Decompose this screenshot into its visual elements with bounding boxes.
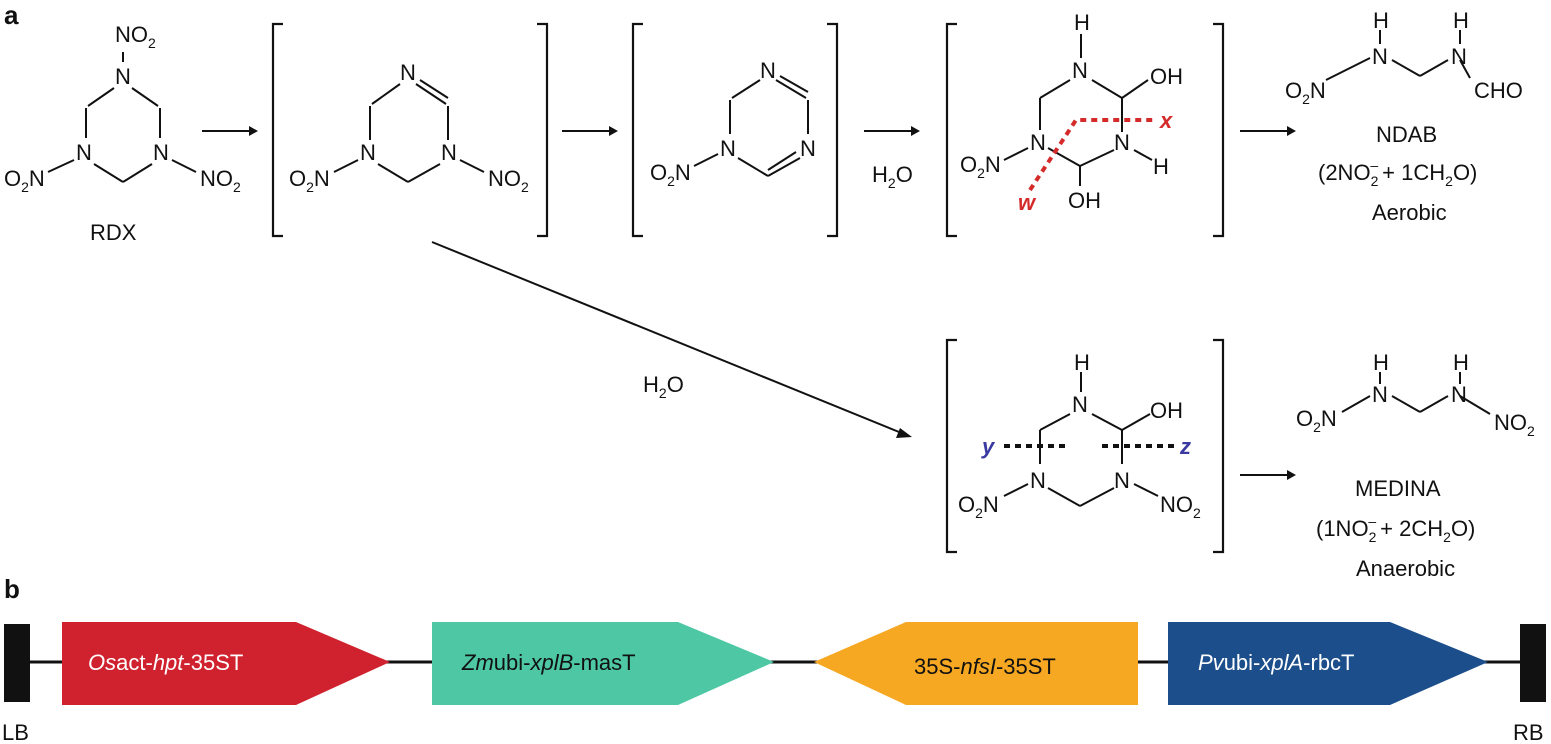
arrow-2-head (609, 126, 618, 136)
ndab-h-right: H (1453, 8, 1469, 33)
gene-label-osact-hpt: Osact-hpt-35ST (88, 650, 243, 675)
int3-no2: O2N (960, 152, 1001, 181)
rdx-n-top: N (115, 64, 131, 89)
arrow-5-head (1287, 470, 1296, 480)
rdx-n-right: N (153, 140, 169, 165)
aerobic-label: Aerobic (1372, 200, 1447, 225)
arrow-4-head (1287, 126, 1296, 136)
cleavage-label-y: y (981, 434, 996, 459)
rdx-no2-right: NO2 (200, 166, 241, 195)
gene-block-pvubi-xpla (1168, 622, 1488, 705)
left-border (4, 624, 30, 702)
int3-h-top: H (1074, 10, 1090, 35)
bracket-1-left (271, 22, 283, 238)
bracket-4-left (945, 338, 957, 554)
int1-n-top: N (400, 60, 416, 85)
rdx-no2-top: NO2 (115, 22, 156, 51)
int4-h-top: H (1074, 350, 1090, 375)
int4-n-left: N (1030, 468, 1046, 493)
cleavage-line-wx (1028, 118, 1156, 192)
int4-oh: OH (1150, 398, 1183, 423)
rdx-no2-left: O2N (4, 166, 45, 195)
medina-label: MEDINA (1355, 476, 1441, 501)
int3-n-right: N (1114, 130, 1130, 155)
medina-h-right: H (1453, 350, 1469, 375)
gene-block-35s-nfsi (814, 622, 1138, 705)
medina-n-left: N (1372, 382, 1388, 407)
bracket-3-right (1213, 22, 1225, 238)
int4-n-right: N (1114, 468, 1130, 493)
ndab-no2: O2N (1285, 78, 1326, 107)
gene-block-zmubi-xplb (432, 622, 774, 705)
medina-n-right: N (1451, 382, 1467, 407)
int1-no2-left: O2N (289, 166, 330, 195)
water-label-1: H2O (872, 162, 913, 191)
cleavage-label-z: z (1179, 434, 1191, 459)
bracket-2-right (827, 22, 839, 238)
cleavage-label-x: x (1159, 108, 1173, 133)
rb-label: RB (1513, 720, 1544, 744)
gene-label-pvubi-xpla: Pvubi-xplA-rbcT (1198, 650, 1355, 675)
int3-h-right: H (1153, 154, 1169, 179)
int4-no2-left: O2N (958, 492, 999, 521)
gene-construct: LB RB Osact-hpt-35ST Zmubi-xplB-masT 35S… (2, 622, 1546, 744)
anaerobic-label: Anaerobic (1356, 556, 1455, 581)
ndab-yield: (2NO2–+ 1CH2O) (1318, 157, 1477, 189)
medina-no2-right: NO2 (1494, 410, 1535, 439)
int3-n-top: N (1072, 58, 1088, 83)
arrow-diagonal (431, 241, 905, 435)
water-label-2: H2O (643, 372, 684, 401)
rdx-structure: NO2 N N N O2N NO2 RDX (4, 22, 241, 245)
int1-n-right: N (441, 140, 457, 165)
int3-oh-bottom: OH (1068, 188, 1101, 213)
arrow-diagonal-head (896, 428, 912, 438)
bracket-3-left (945, 22, 957, 238)
intermediate-1: N N N O2N NO2 (271, 22, 549, 238)
int1-n-left: N (360, 140, 376, 165)
right-border (1520, 624, 1546, 702)
panel-label-b: b (4, 574, 20, 604)
bracket-4-right (1213, 338, 1225, 554)
gene-label-zmubi-xplb: Zmubi-xplB-masT (461, 650, 636, 675)
cleavage-label-w: w (1018, 190, 1037, 215)
arrow-3-head (911, 126, 920, 136)
intermediate-2: N N N O2N (631, 22, 839, 238)
bracket-1-right (537, 22, 549, 238)
rdx-n-left: N (76, 140, 92, 165)
medina-structure: H N H N O2N NO2 MEDINA (1NO2–+ 2CH2O) An… (1296, 350, 1535, 581)
medina-h-left: H (1373, 350, 1389, 375)
intermediate-4: H N OH N N O2N NO2 y z (945, 338, 1225, 554)
int2-n-left: N (720, 136, 736, 161)
ndab-structure: H N H N O2N CHO NDAB (2NO2–+ 1CH2O) Aero… (1285, 8, 1523, 225)
medina-no2-left: O2N (1296, 406, 1337, 435)
ndab-n-left: N (1372, 44, 1388, 69)
panel-label-a: a (4, 0, 19, 30)
int2-n-right: N (800, 136, 816, 161)
ndab-label: NDAB (1376, 122, 1437, 147)
int4-n-top: N (1072, 392, 1088, 417)
int3-oh-top: OH (1150, 64, 1183, 89)
lb-label: LB (2, 720, 29, 744)
int1-no2-right: NO2 (488, 166, 529, 195)
int3-n-left: N (1030, 130, 1046, 155)
int2-n-top: N (760, 58, 776, 83)
gene-block-osact-hpt (62, 622, 390, 705)
arrow-1-head (249, 126, 258, 136)
gene-label-35s-nfsi: 35S-nfsI-35ST (914, 654, 1056, 679)
ndab-cho: CHO (1474, 78, 1523, 103)
rdx-label: RDX (90, 220, 137, 245)
intermediate-3: H N OH N N H OH O2N w x (945, 10, 1225, 238)
medina-yield: (1NO2–+ 2CH2O) (1316, 513, 1475, 545)
ndab-n-right: N (1451, 44, 1467, 69)
int2-no2: O2N (650, 160, 691, 189)
bracket-2-left (631, 22, 643, 238)
int4-no2-right: NO2 (1160, 492, 1201, 521)
ndab-h-left: H (1373, 8, 1389, 33)
